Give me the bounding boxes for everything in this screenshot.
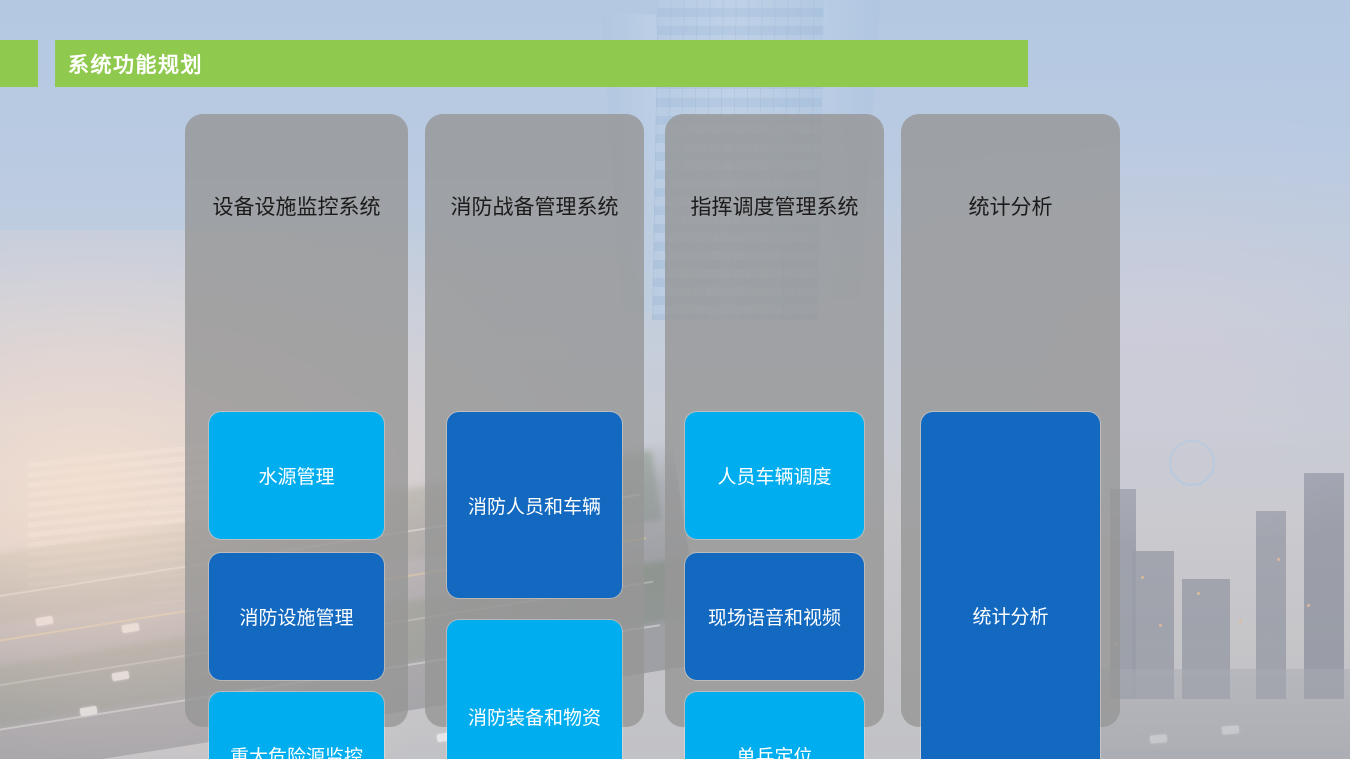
tile-individual-soldier-positioning[interactable]: 单兵定位: [685, 692, 864, 759]
column-body-1: 水源管理 消防设施管理 重大危险源监控: [185, 298, 408, 759]
column-body-2: 消防人员和车辆 消防装备和物资: [425, 298, 644, 759]
tile-onsite-voice-and-video[interactable]: 现场语音和视频: [685, 553, 864, 680]
column-card-3[interactable]: 指挥调度管理系统 人员车辆调度 现场语音和视频 单兵定位: [665, 114, 884, 759]
tile-firefighters-and-vehicles[interactable]: 消防人员和车辆: [447, 412, 622, 598]
title-banner: [55, 40, 1028, 87]
column-card-1[interactable]: 设备设施监控系统 水源管理 消防设施管理 重大危险源监控: [185, 114, 408, 759]
column-body-3: 人员车辆调度 现场语音和视频 单兵定位: [665, 298, 884, 759]
tile-personnel-vehicle-dispatch[interactable]: 人员车辆调度: [685, 412, 864, 539]
tile-fire-facility-management[interactable]: 消防设施管理: [209, 553, 384, 680]
tile-major-hazard-monitoring[interactable]: 重大危险源监控: [209, 692, 384, 759]
tile-statistical-analysis[interactable]: 统计分析: [921, 412, 1100, 759]
column-header-1: 设备设施监控系统: [212, 195, 381, 219]
column-header-4: 统计分析: [968, 195, 1053, 219]
page-title: 系统功能规划: [68, 53, 203, 77]
tile-fire-equipment-and-supplies[interactable]: 消防装备和物资: [447, 620, 622, 759]
column-card-2[interactable]: 消防战备管理系统 消防人员和车辆 消防装备和物资: [425, 114, 644, 759]
column-body-4: 统计分析: [901, 298, 1120, 759]
title-accent-block: [0, 40, 38, 87]
column-header-2: 消防战备管理系统: [450, 195, 619, 219]
column-header-3: 指挥调度管理系统: [690, 195, 859, 219]
tile-water-source-management[interactable]: 水源管理: [209, 412, 384, 539]
column-card-4[interactable]: 统计分析 统计分析: [901, 114, 1120, 759]
